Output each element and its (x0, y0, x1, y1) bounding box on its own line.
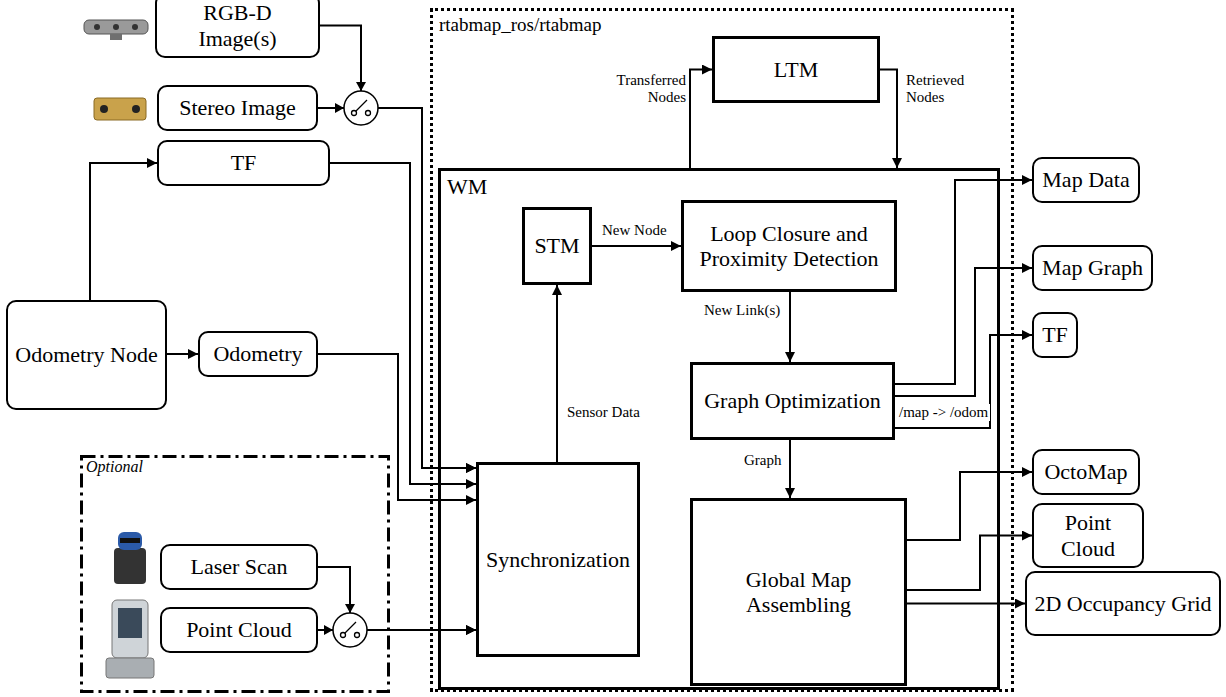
camera-lens (132, 105, 140, 113)
sensor-screen (118, 608, 142, 638)
output-box: Point Cloud (1032, 503, 1144, 568)
input-box: Laser Scan (160, 544, 318, 590)
edge-label: /map -> /odom (897, 404, 990, 421)
input-box: Point Cloud (160, 607, 318, 653)
node-label: RGB-D Image(s) (163, 0, 312, 51)
node-label: LTM (774, 57, 818, 82)
input-box: TF (157, 140, 330, 186)
stereo-camera-icon (94, 98, 146, 120)
arrow-head (356, 82, 366, 91)
connector (90, 163, 157, 300)
optional-region: OptionalLaser ScanPoint Cloud (80, 455, 390, 693)
node-label: STM (534, 233, 579, 258)
process-box: Graph Optimization (690, 362, 895, 440)
rgbd-camera-icon (84, 20, 148, 40)
memory-box: LTM (712, 36, 880, 103)
node-label: Loop Closure and Proximity Detection (690, 221, 888, 272)
memory-box: STM (522, 207, 592, 285)
node-label: Stereo Image (179, 95, 296, 120)
connector (330, 163, 476, 484)
edge-label: New Node (600, 222, 669, 239)
node-region: rtabmap_ros/rtabmapLTM WM STM Loop Closure … (430, 8, 1014, 692)
process-box: Odometry Node (6, 300, 167, 410)
edge-label: Transferred Nodes (602, 72, 688, 107)
camera-stand (110, 34, 122, 40)
switch-circle (333, 613, 367, 647)
edge-label: New Link(s) (702, 302, 782, 319)
switch-circle (344, 91, 378, 125)
connector (318, 354, 476, 500)
memory-region: WM STM Loop Closure and Proximity Detectio… (438, 168, 1000, 690)
region-border (82, 457, 389, 692)
connector (167, 353, 198, 355)
edge-label: Retrieved Nodes (904, 72, 982, 107)
scanner-head (118, 532, 142, 550)
node-label: TF (231, 150, 257, 175)
sensor-base (106, 658, 154, 678)
scanner-window (120, 538, 140, 543)
connector (690, 70, 712, 169)
arrow-head (345, 604, 355, 613)
camera-body (94, 98, 146, 120)
switch-contact (355, 633, 360, 638)
switch-contact (366, 111, 371, 116)
connector (880, 70, 897, 169)
node-label: TF (1042, 322, 1068, 347)
connector (556, 285, 558, 462)
node-label: Point Cloud (186, 617, 292, 642)
sensor-body (112, 600, 148, 658)
process-box: Synchronization (476, 462, 640, 657)
output-box: OctoMap (1032, 449, 1140, 495)
node-label: Map Graph (1042, 255, 1143, 280)
region-heading: Optional (86, 458, 143, 476)
switch-symbol (324, 604, 367, 647)
connector (789, 292, 791, 362)
region-heading: WM (447, 174, 487, 199)
depth-sensor-icon (106, 600, 154, 678)
input-box: Stereo Image (157, 85, 318, 131)
node-label: Odometry (213, 341, 302, 366)
output-box: TF (1032, 312, 1078, 358)
output-box: Map Graph (1032, 245, 1153, 291)
laser-scanner-icon (114, 532, 146, 584)
input-box: Odometry (198, 331, 318, 377)
node-label: Map Data (1042, 167, 1129, 192)
node-label: 2D Occupancy Grid (1034, 591, 1211, 616)
camera-lens (100, 105, 108, 113)
output-box: 2D Occupancy Grid (1025, 571, 1221, 636)
edge-label: Graph (742, 452, 784, 469)
switch-lever (356, 100, 367, 111)
output-box: Map Data (1032, 157, 1140, 203)
process-box: Loop Closure and Proximity Detection (681, 200, 897, 292)
switch-contact (341, 633, 346, 638)
node-label: Laser Scan (190, 554, 287, 579)
switch-contact (352, 111, 357, 116)
node-label: OctoMap (1044, 459, 1127, 484)
node-label: Global Map Assembling (699, 567, 898, 618)
switch-symbol (335, 82, 378, 125)
camera-body (84, 20, 148, 34)
connector (907, 603, 1025, 605)
region-heading: rtabmap_ros/rtabmap (439, 14, 602, 36)
camera-lens (113, 24, 119, 30)
node-label: Graph Optimization (704, 388, 881, 413)
process-box: Global Map Assembling (690, 498, 907, 686)
edge-label: Sensor Data (565, 404, 642, 421)
camera-lens (94, 24, 100, 30)
node-label: Odometry Node (15, 342, 157, 367)
scanner-body (114, 548, 146, 584)
camera-lens (132, 24, 138, 30)
input-box: RGB-D Image(s) (155, 0, 320, 58)
node-label: Point Cloud (1040, 510, 1136, 561)
arrow-head (324, 625, 333, 635)
switch-lever (345, 622, 356, 633)
connector (592, 245, 681, 247)
node-label: Synchronization (486, 547, 630, 572)
arrow-head (335, 103, 344, 113)
connector (789, 440, 791, 498)
